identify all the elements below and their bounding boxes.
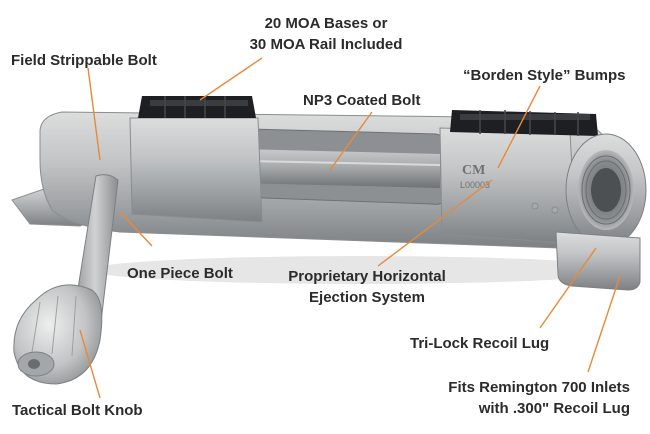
callout-ejection: Proprietary Horizontal Ejection System bbox=[272, 266, 462, 308]
callout-borden-bumps: “Borden Style” Bumps bbox=[463, 65, 626, 86]
callout-text: Tactical Bolt Knob bbox=[12, 402, 143, 419]
callout-text: Tri-Lock Recoil Lug bbox=[410, 335, 550, 352]
leader-np3 bbox=[329, 111, 373, 171]
drop-shadow bbox=[90, 256, 630, 284]
callout-one-piece-bolt: One Piece Bolt bbox=[127, 263, 233, 284]
leader-one-piece bbox=[119, 211, 153, 247]
leader-field-strippable bbox=[87, 67, 101, 161]
leader-moa-bases bbox=[199, 57, 263, 101]
leader-recoil-lug bbox=[539, 247, 597, 329]
callout-text: NP3 Coated Bolt bbox=[303, 92, 421, 109]
borden-bump-icon bbox=[531, 202, 539, 210]
recoil-lug bbox=[555, 231, 641, 291]
callout-text: Fits Remington 700 Inlets bbox=[448, 379, 630, 396]
callout-text: One Piece Bolt bbox=[127, 265, 233, 282]
callout-remington: Fits Remington 700 Inlets with .300" Rec… bbox=[420, 377, 630, 419]
receiver-serial: L00003 bbox=[460, 180, 490, 190]
front-scope-base bbox=[450, 110, 598, 136]
callout-np3-bolt: NP3 Coated Bolt bbox=[303, 90, 421, 111]
leader-bolt-knob bbox=[79, 329, 101, 399]
callout-recoil-lug: Tri-Lock Recoil Lug bbox=[410, 333, 549, 354]
callout-bolt-knob: Tactical Bolt Knob bbox=[12, 400, 143, 421]
callout-text: Ejection System bbox=[309, 289, 425, 306]
callout-text: “Borden Style” Bumps bbox=[463, 67, 626, 84]
callout-text: Proprietary Horizontal bbox=[288, 268, 446, 285]
receiver-logo: CM bbox=[462, 163, 485, 178]
callout-moa-bases: 20 MOA Bases or 30 MOA Rail Included bbox=[226, 13, 426, 55]
callout-text: 20 MOA Bases or bbox=[264, 15, 388, 32]
rear-bridge bbox=[129, 117, 263, 223]
leader-ejection bbox=[377, 179, 493, 267]
callout-text: 30 MOA Rail Included bbox=[249, 36, 403, 53]
rear-scope-base bbox=[138, 96, 256, 118]
leader-borden bbox=[497, 85, 541, 169]
callout-field-strippable: Field Strippable Bolt bbox=[11, 50, 157, 71]
callout-text: with .300" Recoil Lug bbox=[478, 400, 630, 417]
leader-lines bbox=[79, 57, 621, 399]
leader-remington bbox=[587, 275, 621, 373]
callout-text: Field Strippable Bolt bbox=[11, 52, 157, 69]
